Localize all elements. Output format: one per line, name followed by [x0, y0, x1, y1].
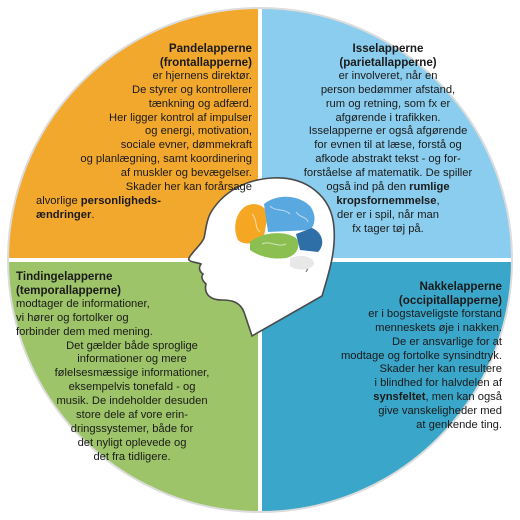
temporal-line: Det gælder både sproglige [66, 339, 198, 352]
temporal-line: vi hører og fortolker og [16, 311, 129, 324]
parietal-line: for evnen til at læse, forstå og [314, 139, 462, 152]
frontal-line: er hjernens direktør. [152, 69, 253, 82]
frontal-end: . [91, 208, 95, 221]
parietal-line: er involveret, når en [338, 69, 438, 82]
occipital-line: De er ansvarlige for at [391, 335, 502, 348]
temporal-line: eksempelvis tonefald - og [68, 381, 196, 394]
temporal-line: modtager de informationer, [16, 297, 150, 310]
parietal-line: afkode abstrakt tekst - og for- [315, 153, 461, 166]
brain-cerebellum [290, 256, 314, 270]
temporal-line: dringssystemer, både for [70, 422, 194, 435]
parietal-subtitle: (parietallapperne) [339, 55, 437, 69]
head-illustration [187, 177, 336, 338]
temporal-line: forbinder dem med mening. [16, 325, 153, 338]
brain-frontal-lobe [235, 204, 268, 244]
parietal-line-lead: også ind på den [326, 181, 410, 194]
occipital-line: at genkende ting. [416, 419, 502, 432]
frontal-line: og planlægning, samt koordinering [80, 153, 252, 166]
temporal-line: musik. De indeholder desuden [56, 395, 208, 408]
frontal-line: af muskler og bevægelser. [120, 167, 252, 180]
parietal-line: der er i spil, når man [337, 208, 439, 221]
temporal-line: det nyligt oplevede og [77, 436, 187, 449]
parietal-text-block: Isselapperne (parietallapperne) er invol… [268, 42, 508, 237]
frontal-line-lead: alvorlige [36, 194, 81, 207]
occipital-line: Skader her kan resultere [379, 363, 502, 376]
frontal-line: Her ligger kontrol af impulser [108, 111, 252, 124]
frontal-line: De styrer og kontrollerer [132, 83, 252, 96]
occipital-line: i blindhed for halvdelen af [374, 377, 502, 390]
occipital-after: , men kan også [425, 391, 503, 404]
temporal-line: informationer og mere [77, 353, 187, 366]
frontal-title: Pandelapperne [168, 42, 252, 55]
brain-occipital-lobe [296, 228, 323, 252]
occipital-title: Nakkelapperne [419, 280, 503, 293]
occipital-bold-visual-field: synsfeltet [373, 391, 426, 404]
parietal-line: forståelse af matematik. De spiller [303, 167, 473, 180]
parietal-line: fx tager tøj på. [352, 222, 424, 235]
frontal-line: og energi, motivation, [145, 125, 252, 138]
frontal-subtitle: (frontallapperne) [159, 55, 252, 69]
parietal-line: afgørende i trafikken. [335, 111, 441, 124]
occipital-line-mixed: synsfeltet, men kan også [262, 391, 502, 405]
parietal-title: Isselapperne [352, 42, 424, 55]
frontal-bold-personality: personligheds- [80, 194, 161, 207]
frontal-line-mixed: alvorlige personligheds- [12, 195, 252, 209]
temporal-line: det fra tidligere. [93, 450, 171, 463]
occipital-line: modtage og fortolke synsindtryk. [340, 349, 502, 362]
parietal-line-mixed: også ind på den rumlige [268, 181, 508, 195]
parietal-line: person bedømmer afstand, [320, 83, 456, 96]
frontal-bold-changes: ændringer [36, 208, 92, 221]
brain-icon [235, 196, 323, 270]
temporal-line: følelsesmæssige informationer, [54, 367, 210, 380]
brain-parietal-lobe [264, 196, 315, 232]
temporal-title: Tindingelapperne [16, 270, 113, 283]
brain-temporal-lobe [250, 233, 299, 259]
parietal-after: , [436, 194, 440, 207]
frontal-line: sociale evner, dømmekraft [120, 139, 252, 152]
temporal-line: store dele af vore erin- [76, 409, 188, 422]
circle-outline [7, 7, 513, 513]
occipital-line: menneskets øje i nakken. [375, 321, 502, 334]
occipital-line: give vanskeligheder med [378, 405, 502, 418]
temporal-subtitle: (temporallapperne) [16, 283, 122, 297]
temporal-text-block: Tindingelapperne (temporallapperne) modt… [16, 270, 248, 465]
occipital-line: er i bogstaveligste forstand [368, 307, 502, 320]
parietal-bold-body-sense: kropsfornemmelse [336, 194, 437, 207]
parietal-line: Isselapperne er også afgørende [308, 125, 468, 138]
frontal-line: tænkning og adfærd. [148, 97, 252, 110]
brain-folds [251, 205, 309, 246]
frontal-line-mixed: ændringer. [12, 209, 252, 223]
parietal-line: rum og retning, som fx er [325, 97, 451, 110]
parietal-bold-spatial: rumlige [409, 181, 450, 194]
frontal-line: Skader her kan forårsage [125, 181, 252, 194]
frontal-text-block: Pandelapperne (frontallapperne) er hjern… [12, 42, 252, 223]
occipital-subtitle: (occipitallapperne) [398, 293, 502, 307]
parietal-line-mixed: kropsfornemmelse, [268, 195, 508, 209]
occipital-text-block: Nakkelapperne (occipitallapperne) er i b… [262, 280, 502, 433]
